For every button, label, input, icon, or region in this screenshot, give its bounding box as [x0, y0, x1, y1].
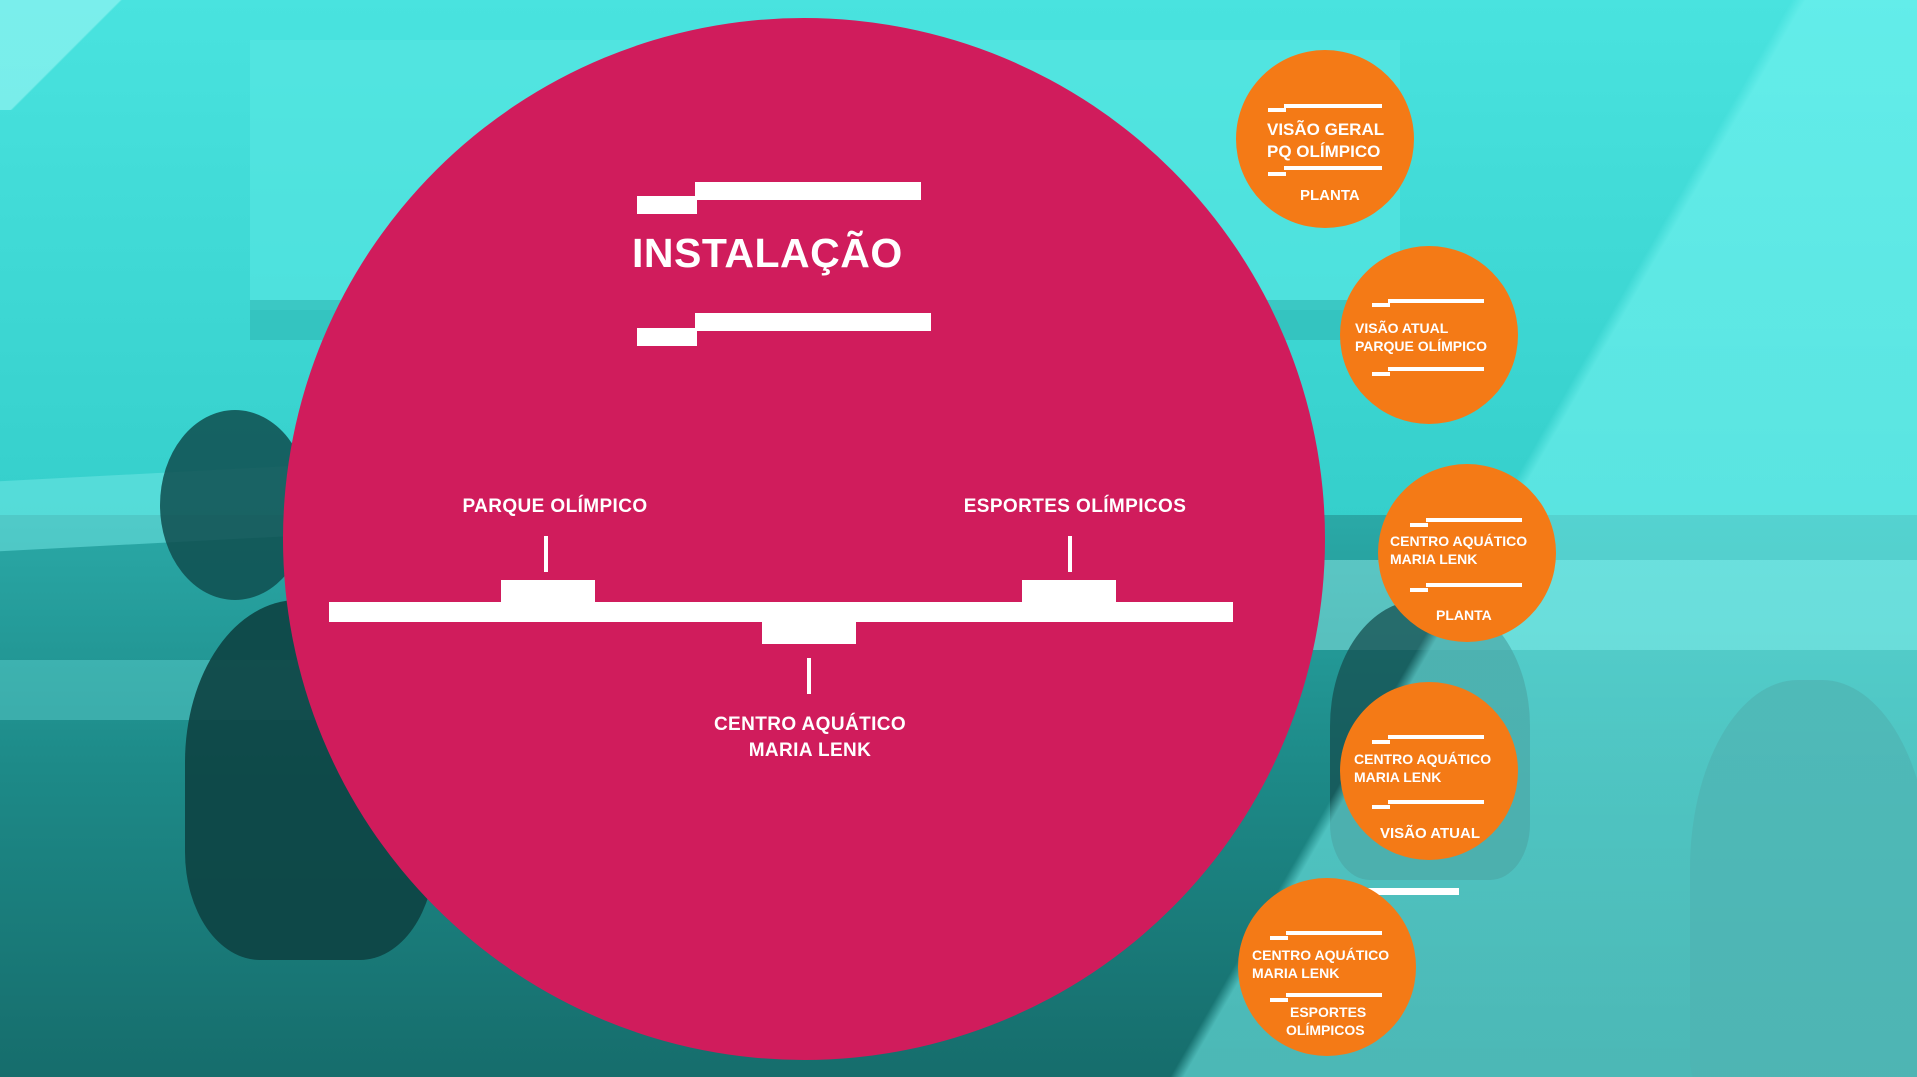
- node-5-bar-top-step: [1270, 936, 1288, 940]
- node-2-line2: PARQUE OLÍMPICO: [1355, 338, 1487, 354]
- timeline-tick-center: [807, 658, 811, 694]
- title-bar-top: [695, 182, 921, 200]
- connector-bar: [1337, 888, 1459, 895]
- node-3-line1: CENTRO AQUÁTICO: [1390, 533, 1528, 549]
- page-title: INSTALAÇÃO: [632, 230, 903, 276]
- node-3-sub: PLANTA: [1436, 607, 1492, 623]
- main-topic-circle[interactable]: [283, 18, 1325, 1060]
- node-visao-atual-parque-olimpico[interactable]: [1340, 246, 1518, 424]
- node-5-bar-bottom-step: [1270, 998, 1288, 1002]
- node-visao-geral-pq-olimpico[interactable]: [1236, 50, 1414, 228]
- node-3-bar-bottom: [1426, 583, 1522, 587]
- timeline-label-centro-aquatico[interactable]: CENTRO AQUÁTICO: [713, 714, 907, 735]
- node-5-sub2: OLÍMPICOS: [1286, 1022, 1365, 1038]
- node-5-bar-top: [1286, 931, 1382, 935]
- timeline-label-esportes-olimpicos[interactable]: ESPORTES OLÍMPICOS: [963, 496, 1187, 517]
- node-4-bar-top: [1388, 735, 1484, 739]
- timeline-block-right[interactable]: [1022, 580, 1116, 606]
- node-1-bar-top-step: [1268, 108, 1286, 112]
- timeline-block-left[interactable]: [501, 580, 595, 606]
- node-5-sub1: ESPORTES: [1290, 1004, 1367, 1020]
- node-4-bar-bottom: [1388, 800, 1484, 804]
- node-centro-aquatico-planta[interactable]: [1378, 464, 1556, 642]
- title-bar-top-step: [637, 196, 697, 214]
- node-2-line1: VISÃO ATUAL: [1355, 320, 1449, 336]
- node-2-bar-bottom: [1388, 367, 1484, 371]
- node-1-bar-top: [1284, 104, 1382, 108]
- node-3-line2: MARIA LENK: [1390, 551, 1478, 567]
- timeline-label-parque-olimpico[interactable]: PARQUE OLÍMPICO: [462, 496, 648, 517]
- node-4-line1: CENTRO AQUÁTICO: [1354, 751, 1492, 767]
- node-4-line2: MARIA LENK: [1354, 769, 1442, 785]
- title-bar-bottom: [695, 313, 931, 331]
- node-5-bar-bottom: [1286, 993, 1382, 997]
- node-centro-aquatico-esportes-olimpicos[interactable]: [1238, 878, 1416, 1056]
- node-5-line2: MARIA LENK: [1252, 965, 1340, 981]
- node-4-bar-top-step: [1372, 740, 1390, 744]
- node-3-bar-bottom-step: [1410, 588, 1428, 592]
- node-2-bar-bottom-step: [1372, 372, 1390, 376]
- node-1-bar-bottom-step: [1268, 172, 1286, 176]
- node-1-line1: VISÃO GERAL: [1267, 120, 1385, 139]
- node-4-sub: VISÃO ATUAL: [1380, 825, 1480, 842]
- node-2-bar-top-step: [1372, 303, 1390, 307]
- node-3-bar-top-step: [1410, 523, 1428, 527]
- timeline-tick-left: [544, 536, 548, 572]
- timeline-tick-right: [1068, 536, 1072, 572]
- node-centro-aquatico-visao-atual[interactable]: [1340, 682, 1518, 860]
- timeline-block-center[interactable]: [762, 618, 856, 644]
- timeline-line: [329, 602, 1233, 622]
- node-2-bar-top: [1388, 299, 1484, 303]
- node-4-bar-bottom-step: [1372, 805, 1390, 809]
- node-1-sub: PLANTA: [1300, 187, 1360, 204]
- title-bar-bottom-step: [637, 328, 697, 346]
- timeline-label-maria-lenk[interactable]: MARIA LENK: [748, 740, 872, 761]
- node-1-bar-bottom: [1284, 166, 1382, 170]
- node-3-bar-top: [1426, 518, 1522, 522]
- background-corner-triangle: [0, 0, 130, 110]
- node-1-line2: PQ OLÍMPICO: [1267, 142, 1381, 161]
- node-5-line1: CENTRO AQUÁTICO: [1252, 947, 1390, 963]
